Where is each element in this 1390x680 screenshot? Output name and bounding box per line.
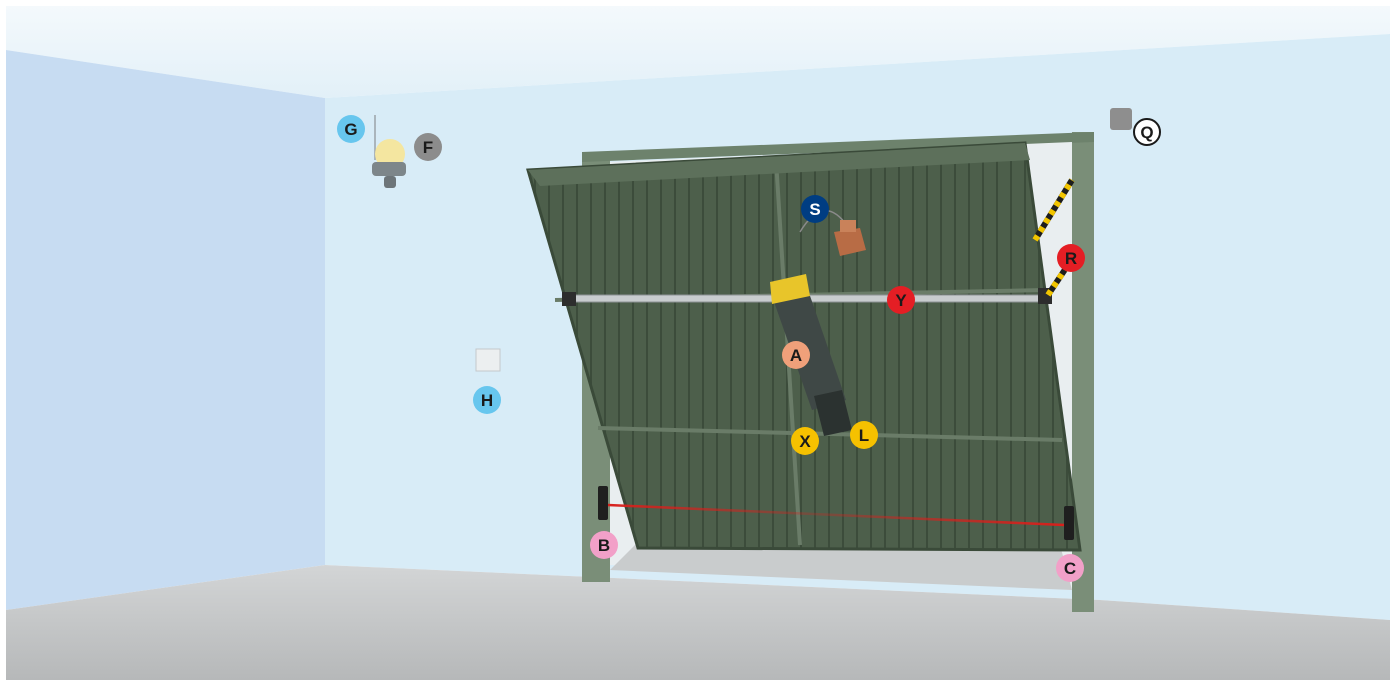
marker-s: S [801, 195, 829, 223]
flashing-light-housing [372, 162, 406, 176]
shaft-bracket-left [562, 292, 576, 306]
flashing-light-mount [384, 176, 396, 188]
photocell-right-body [1064, 506, 1074, 540]
marker-r: R [1057, 244, 1085, 272]
marker-f: F [414, 133, 442, 161]
marker-b: B [590, 531, 618, 559]
lock-release-top [840, 220, 856, 232]
marker-y: Y [887, 286, 915, 314]
marker-q: Q [1133, 118, 1161, 146]
junction-box [1110, 108, 1132, 130]
marker-c: C [1056, 554, 1084, 582]
marker-l: L [850, 421, 878, 449]
marker-h: H [473, 386, 501, 414]
marker-a: A [782, 341, 810, 369]
marker-g: G [337, 115, 365, 143]
key-selector-box [476, 349, 500, 371]
photocell-left-body [598, 486, 608, 520]
left-wall [6, 50, 325, 610]
marker-x: X [791, 427, 819, 455]
